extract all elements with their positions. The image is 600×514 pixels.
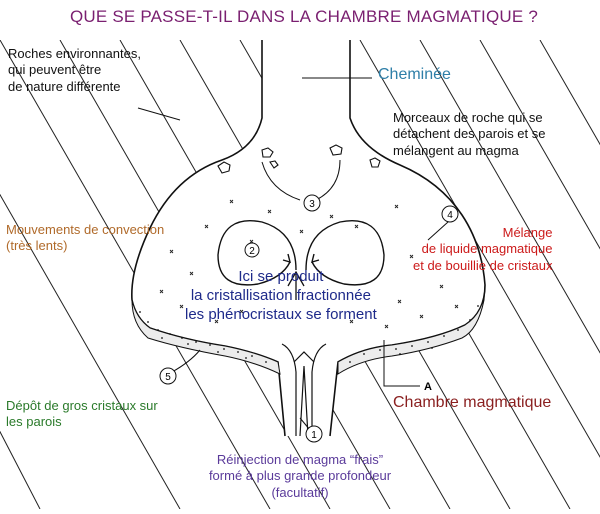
marker-5-label: 5 [165,372,171,383]
label-rock-fragments-line: détachent des parois et se [393,126,546,142]
reinjection-channel [281,343,327,437]
marker-2: 2 [244,242,260,258]
page-title: QUE SE PASSE-T-IL DANS LA CHAMBRE MAGMAT… [70,7,538,26]
label-rock-fragments-line: mélangent au magma [393,142,519,158]
label-reinjection-line: formé à plus grande profondeur [208,468,392,484]
label-chimney: Cheminée [378,66,451,83]
marker-3-label: 3 [309,199,315,210]
marker-1-label: 1 [311,430,317,441]
label-convection-line: (très lents) [6,238,68,254]
label-mixing-line: de liquide magmatique [421,241,553,257]
crystal-marks [159,199,459,329]
label-crystallisation-line: Ici se produit [238,268,324,285]
label-crystal-deposit-line: les parois [6,414,62,430]
label-magma-chamber: Chambre magmatique [393,394,552,411]
label-mixing-line: Mélange [502,225,553,240]
marker-5: 5 [159,367,177,385]
ascent-arrows [287,270,305,300]
marker-1: 1 [305,425,323,443]
label-reinjection: Réinjection de magma “frais” formé à plu… [165,452,435,501]
rock-fragments [217,144,381,174]
marker-4: 4 [441,205,459,223]
label-rock-fragments: Morceaux de roche qui se détachent des p… [393,110,546,159]
label-reinjection-line: Réinjection de magma “frais” [216,452,384,467]
label-crystallisation: Ici se produit la cristallisation fracti… [185,268,377,324]
label-convection-line: Mouvements de convection [6,222,165,237]
label-crystal-deposit: Dépôt de gros cristaux sur les parois [6,398,158,431]
label-convection: Mouvements de convection (très lents) [6,222,164,255]
marker-a-label: A [424,381,432,393]
label-country-rock-line: qui peuvent être [8,62,102,78]
label-reinjection-line: (facultatif) [271,484,329,500]
label-country-rock: Roches environnantes, qui peuvent être d… [8,46,141,95]
marker-4-label: 4 [447,210,453,221]
crystal-deposit-dots [139,305,479,363]
leader-lines [137,77,449,431]
convection-cell [217,220,385,286]
label-crystallisation-line: les phénocristaux se forment [185,305,377,323]
label-rock-fragments-line: Morceaux de roche qui se [393,110,543,125]
label-country-rock-line: Roches environnantes, [8,46,141,61]
label-country-rock-line: de nature différente [8,78,121,94]
label-crystal-deposit-line: Dépôt de gros cristaux sur [6,398,158,413]
label-crystallisation-line: la cristallisation fractionnée [190,286,371,304]
label-mixing: Mélange de liquide magmatique et de boui… [413,225,552,274]
crystal-deposit-band [131,284,486,375]
label-mixing-line: et de bouillie de cristaux [413,257,553,273]
marker-2-label: 2 [249,246,255,257]
marker-3: 3 [303,194,321,212]
